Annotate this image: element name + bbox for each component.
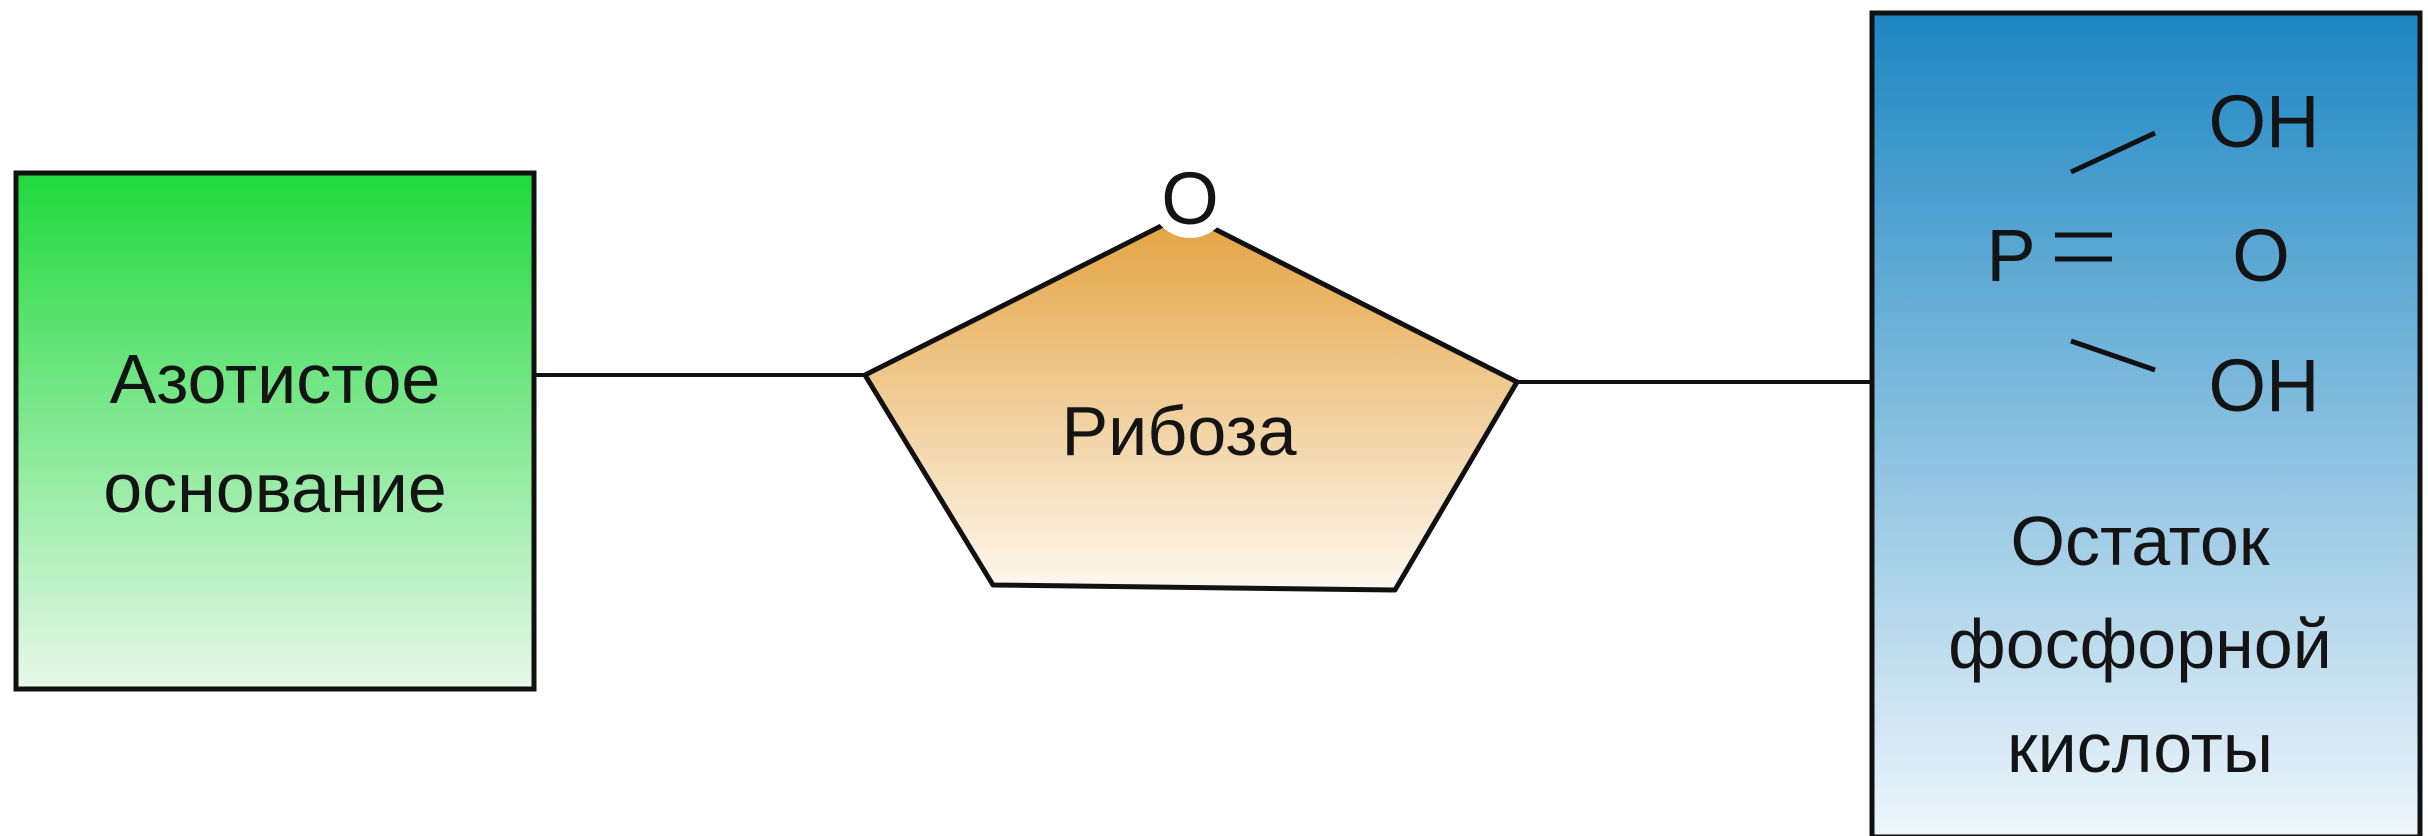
ribose-shape <box>862 211 1520 593</box>
phosphate-label-line1: Остаток <box>2011 502 2270 580</box>
ring-oxygen-symbol: O <box>1161 157 1219 240</box>
hydroxyl-top: OH <box>2209 80 2320 163</box>
phosphate-box-shape <box>1869 10 2423 836</box>
base-label-line2: основание <box>103 449 447 527</box>
phosphorus-symbol: P <box>1986 214 2035 297</box>
base-label-line1: Азотистое <box>110 340 441 418</box>
ribose-label: Рибоза <box>1061 392 1296 470</box>
phosphate-label-line3: кислоты <box>2007 709 2273 787</box>
phosphate-formula: P OH O OH <box>1986 80 2319 427</box>
ring-oxygen-gap <box>1150 158 1230 238</box>
single-bond-lower <box>2070 338 2156 373</box>
phosphate-residue-box: P OH O OH Остаток фосфорной кислоты <box>1869 10 2423 836</box>
ribose-pentagon: O Рибоза <box>862 157 1520 593</box>
double-bonded-oxygen: O <box>2232 214 2290 297</box>
nitrogenous-base-box: Азотистое основание <box>13 170 537 692</box>
base-box-shape <box>13 170 537 692</box>
phosphate-label-line2: фосфорной <box>1948 605 2332 683</box>
hydroxyl-bottom: OH <box>2209 344 2320 427</box>
single-bond-upper <box>2069 130 2157 175</box>
